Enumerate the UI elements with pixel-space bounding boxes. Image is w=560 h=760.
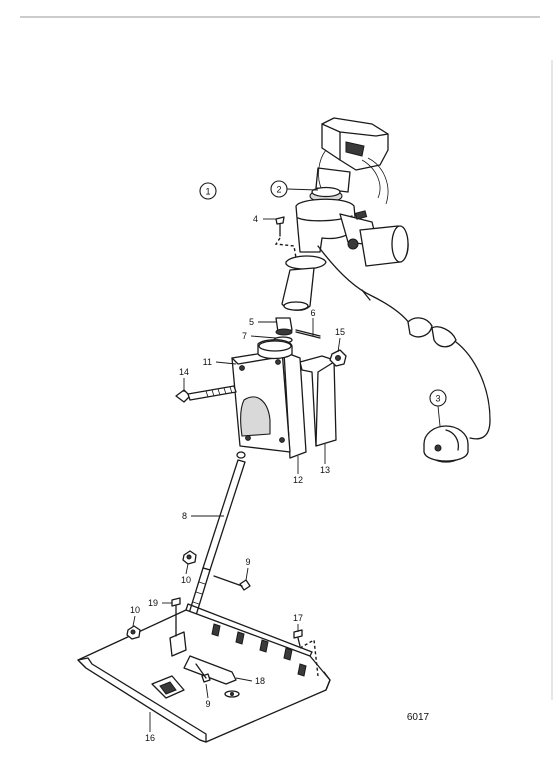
callout-6: 6 <box>310 308 315 318</box>
callout-9-upper: 9 <box>245 557 250 567</box>
callout-3: 3 <box>429 389 447 407</box>
leader-lines <box>132 188 441 732</box>
sensor-part-3 <box>423 425 469 463</box>
callout-17: 17 <box>293 613 303 623</box>
svg-text:1: 1 <box>205 187 210 197</box>
page-border <box>20 16 553 700</box>
nut-part-10-upper <box>182 550 197 565</box>
screw-part-4 <box>274 216 297 259</box>
callout-5: 5 <box>249 317 254 327</box>
callout-14: 14 <box>179 367 189 377</box>
callout-2: 2 <box>270 180 288 198</box>
callout-19: 19 <box>148 598 158 608</box>
bolt-part-14 <box>175 385 237 403</box>
bushing-part-5 <box>275 317 293 336</box>
bolt-part-9-upper <box>213 575 251 591</box>
base-plate-part-16 <box>77 603 331 743</box>
pin-part-6 <box>295 329 321 339</box>
bolt-part-19 <box>171 597 181 637</box>
bracket-assembly <box>231 339 337 459</box>
nut-part-15 <box>329 349 347 367</box>
callout-13: 13 <box>320 465 330 475</box>
callout-10-upper: 10 <box>181 575 191 585</box>
callout-15: 15 <box>335 327 345 337</box>
bolt-part-9-lower <box>195 663 211 683</box>
svg-text:2: 2 <box>276 185 281 195</box>
callout-16: 16 <box>145 733 155 743</box>
screw-part-17 <box>293 629 319 677</box>
callout-9-lower: 9 <box>205 699 210 709</box>
control-head-assembly <box>281 117 409 311</box>
callout-4: 4 <box>253 214 258 224</box>
callout-7: 7 <box>242 331 247 341</box>
callout-12: 12 <box>293 475 303 485</box>
callout-11: 11 <box>203 357 212 367</box>
callout-10-lower: 10 <box>130 605 140 615</box>
callout-1: 1 <box>199 182 217 200</box>
sensor-cable <box>317 245 491 440</box>
drawing-code: 6017 <box>407 712 430 723</box>
callout-18: 18 <box>255 676 265 686</box>
svg-text:3: 3 <box>435 394 440 404</box>
nut-part-10-lower <box>126 625 141 640</box>
callout-8: 8 <box>182 511 187 521</box>
